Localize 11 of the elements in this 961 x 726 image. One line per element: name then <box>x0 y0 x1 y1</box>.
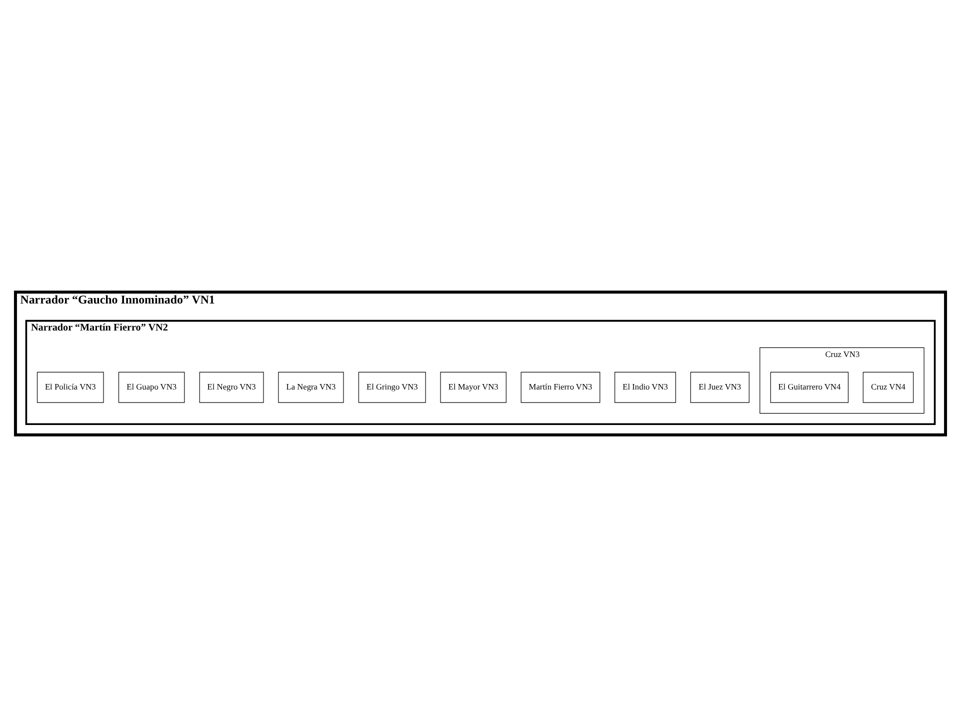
node-box: El Indio VN3 <box>614 371 676 402</box>
node-box: El Gringo VN3 <box>358 371 426 402</box>
node-box: El Negro VN3 <box>199 371 264 402</box>
node-box: El Guitarrero VN4 <box>770 371 849 402</box>
node-box: El Policía VN3 <box>36 371 104 402</box>
node-box: El Guapo VN3 <box>118 371 185 402</box>
node-box: Martín Fierro VN3 <box>520 371 600 402</box>
node-box: La Negra VN3 <box>278 371 344 402</box>
node-box: Cruz VN4 <box>862 371 914 402</box>
node-box: El Mayor VN3 <box>440 371 506 402</box>
node-box: El Juez VN3 <box>690 371 750 402</box>
